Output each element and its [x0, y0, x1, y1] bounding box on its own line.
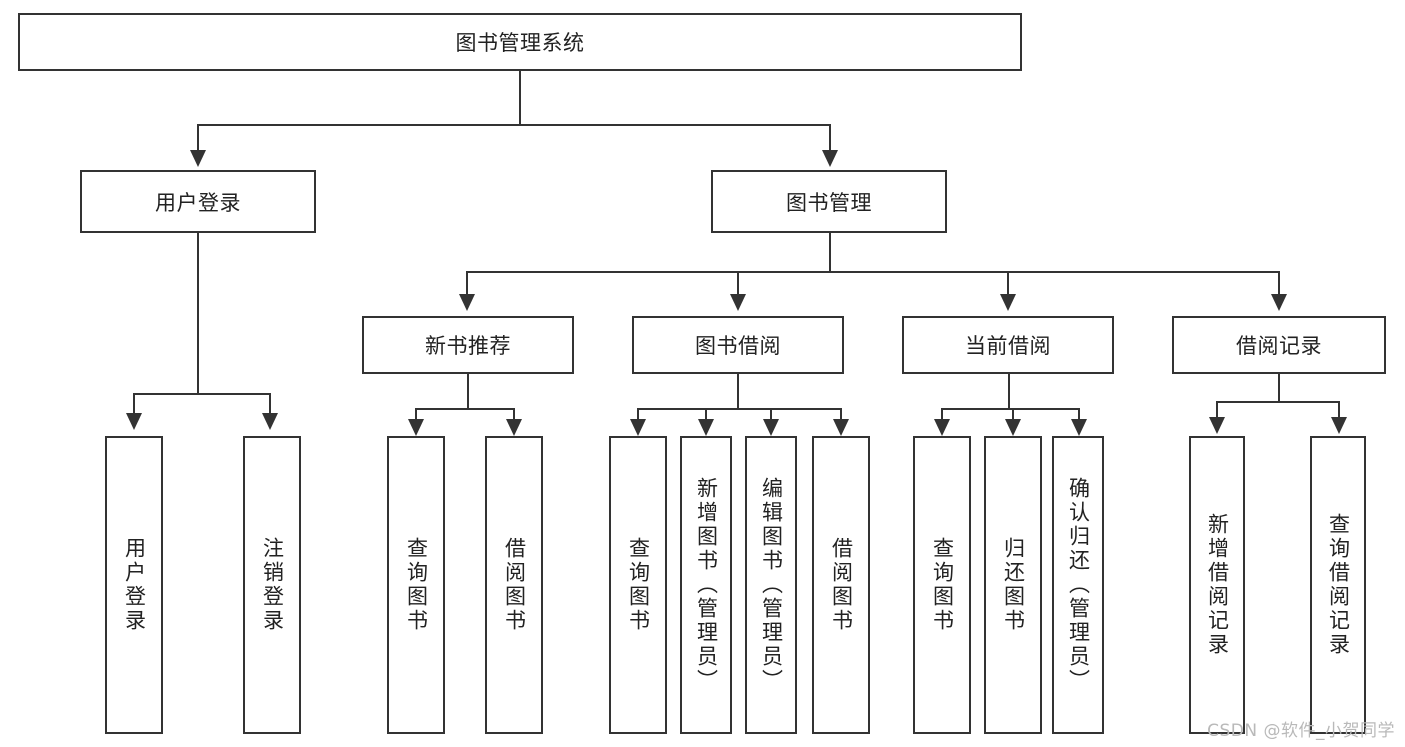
connector-drop-new-book-recommend — [466, 271, 468, 296]
connector-borrow-record-bus — [1216, 401, 1339, 403]
leaf-user-login[interactable]: 用户登录 — [105, 436, 163, 734]
leaf-label: 借阅图书 — [502, 537, 527, 633]
node-borrow-record[interactable]: 借阅记录 — [1172, 316, 1386, 374]
connector-drop-leaf-query-book-1 — [415, 408, 417, 422]
leaf-query-borrow-record[interactable]: 查询借阅记录 — [1310, 436, 1366, 734]
connector-drop-leaf-return-book — [1012, 408, 1014, 422]
connector-user-login-trunk — [197, 233, 199, 393]
leaf-label: 查询借阅记录 — [1326, 513, 1351, 657]
leaf-borrow-book-recommend[interactable]: 借阅图书 — [485, 436, 543, 734]
node-current-borrow[interactable]: 当前借阅 — [902, 316, 1114, 374]
arrowhead-new-book-recommend — [459, 294, 475, 311]
connector-current-borrow-bus — [941, 408, 1079, 410]
connector-drop-user-login — [197, 124, 199, 152]
leaf-borrow-book[interactable]: 借阅图书 — [812, 436, 870, 734]
arrowhead-leaf-add-record — [1209, 417, 1225, 434]
connector-book-borrow-bus — [637, 408, 841, 410]
leaf-add-borrow-record[interactable]: 新增借阅记录 — [1189, 436, 1245, 734]
arrowhead-book-borrow — [730, 294, 746, 311]
arrowhead-leaf-query-book-3 — [934, 419, 950, 436]
leaf-edit-book-admin[interactable]: 编辑图书（管理员） — [745, 436, 797, 734]
node-label: 当前借阅 — [965, 334, 1051, 358]
leaf-query-book-current[interactable]: 查询图书 — [913, 436, 971, 734]
connector-drop-leaf-confirm-return — [1078, 408, 1080, 422]
node-label: 用户登录 — [155, 190, 241, 215]
node-book-borrow[interactable]: 图书借阅 — [632, 316, 844, 374]
leaf-label: 注销登录 — [260, 537, 285, 633]
connector-new-book-recommend-trunk — [467, 374, 469, 408]
connector-drop-leaf-borrow-book-1 — [513, 408, 515, 422]
csdn-watermark: CSDN @软件_小贺同学 — [1207, 721, 1395, 741]
leaf-label: 查询图书 — [930, 537, 955, 633]
arrowhead-book-management — [822, 150, 838, 167]
arrowhead-leaf-borrow-book-1 — [506, 419, 522, 436]
leaf-label: 确认归还（管理员） — [1066, 477, 1091, 693]
connector-drop-leaf-user-login — [133, 393, 135, 415]
connector-drop-leaf-query-book-3 — [941, 408, 943, 422]
node-label: 新书推荐 — [425, 334, 511, 358]
connector-drop-book-borrow — [737, 271, 739, 296]
arrowhead-leaf-confirm-return — [1071, 419, 1087, 436]
connector-new-book-recommend-bus — [415, 408, 514, 410]
connector-drop-leaf-logout — [269, 393, 271, 415]
leaf-add-book-admin[interactable]: 新增图书（管理员） — [680, 436, 732, 734]
node-book-management[interactable]: 图书管理 — [711, 170, 947, 233]
node-user-login[interactable]: 用户登录 — [80, 170, 316, 233]
arrowhead-leaf-user-login — [126, 413, 142, 430]
leaf-label: 编辑图书（管理员） — [759, 477, 784, 693]
leaf-logout[interactable]: 注销登录 — [243, 436, 301, 734]
connector-level3-bus — [466, 271, 1279, 273]
leaf-label: 借阅图书 — [829, 537, 854, 633]
leaf-confirm-return-admin[interactable]: 确认归还（管理员） — [1052, 436, 1104, 734]
arrowhead-borrow-record — [1271, 294, 1287, 311]
arrowhead-leaf-edit-book — [763, 419, 779, 436]
node-root-book-management-system[interactable]: 图书管理系统 — [18, 13, 1022, 71]
connector-drop-leaf-query-book-2 — [637, 408, 639, 422]
connector-borrow-record-trunk — [1278, 374, 1280, 401]
connector-book-management-trunk — [829, 233, 831, 271]
arrowhead-leaf-add-book — [698, 419, 714, 436]
connector-book-borrow-trunk — [737, 374, 739, 408]
node-label: 借阅记录 — [1236, 334, 1322, 358]
leaf-label: 查询图书 — [404, 537, 429, 633]
leaf-query-book-borrow[interactable]: 查询图书 — [609, 436, 667, 734]
connector-drop-leaf-add-record — [1216, 401, 1218, 419]
arrowhead-current-borrow — [1000, 294, 1016, 311]
connector-current-borrow-trunk — [1008, 374, 1010, 408]
arrowhead-leaf-return-book — [1005, 419, 1021, 436]
arrowhead-leaf-query-book-2 — [630, 419, 646, 436]
connector-drop-leaf-edit-book — [770, 408, 772, 422]
leaf-label: 新增图书（管理员） — [694, 477, 719, 693]
leaf-label: 归还图书 — [1001, 537, 1026, 633]
connector-drop-book-management — [829, 124, 831, 152]
node-label: 图书管理 — [786, 190, 872, 215]
connector-drop-borrow-record — [1278, 271, 1280, 296]
connector-user-login-bus — [133, 393, 269, 395]
connector-level2-bus — [197, 124, 831, 126]
arrowhead-leaf-query-book-1 — [408, 419, 424, 436]
node-label: 图书借阅 — [695, 334, 781, 358]
leaf-query-book-recommend[interactable]: 查询图书 — [387, 436, 445, 734]
node-label: 图书管理系统 — [455, 31, 585, 55]
leaf-label: 查询图书 — [626, 537, 651, 633]
leaf-label: 新增借阅记录 — [1205, 513, 1230, 657]
connector-drop-current-borrow — [1007, 271, 1009, 296]
connector-drop-leaf-query-record — [1338, 401, 1340, 419]
arrowhead-leaf-borrow-book-2 — [833, 419, 849, 436]
node-new-book-recommend[interactable]: 新书推荐 — [362, 316, 574, 374]
leaf-label: 用户登录 — [122, 537, 147, 633]
connector-drop-leaf-borrow-book-2 — [840, 408, 842, 422]
leaf-return-book[interactable]: 归还图书 — [984, 436, 1042, 734]
connector-root-trunk — [519, 71, 521, 124]
arrowhead-user-login — [190, 150, 206, 167]
connector-drop-leaf-add-book — [705, 408, 707, 422]
arrowhead-leaf-logout — [262, 413, 278, 430]
arrowhead-leaf-query-record — [1331, 417, 1347, 434]
